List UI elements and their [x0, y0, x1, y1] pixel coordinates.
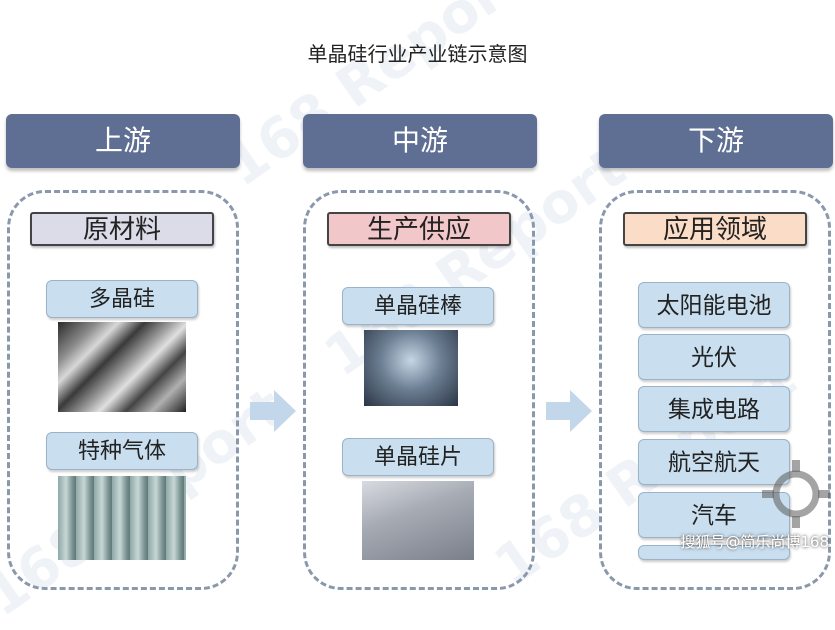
item-integrated-circuit: 集成电路 — [638, 386, 790, 432]
footer-credit: 搜狐号@简乐尚博168 — [680, 533, 829, 551]
midstream-category: 生产供应 — [327, 212, 511, 246]
downstream-category: 应用领域 — [623, 212, 807, 246]
gear-icon — [762, 460, 830, 528]
stage-downstream: 下游 — [599, 114, 833, 168]
item-polysilicon: 多晶硅 — [46, 280, 198, 318]
gas-cylinders-image — [58, 476, 186, 560]
silicon-wafer-image — [362, 481, 474, 560]
arrow-right-icon — [250, 390, 296, 432]
item-special-gas: 特种气体 — [46, 432, 198, 470]
upstream-category: 原材料 — [30, 212, 214, 246]
page-title: 单晶硅行业产业链示意图 — [307, 42, 528, 66]
stage-midstream: 中游 — [303, 114, 537, 168]
watermark: 168 Report — [213, 0, 538, 200]
item-photovoltaic: 光伏 — [638, 334, 790, 380]
item-silicon-wafer: 单晶硅片 — [342, 438, 494, 476]
stage-upstream: 上游 — [6, 114, 240, 168]
arrow-right-icon — [546, 390, 592, 432]
silicon-ingot-image — [364, 330, 458, 406]
item-automobile: 汽车 — [638, 492, 790, 538]
item-silicon-ingot: 单晶硅棒 — [342, 287, 494, 325]
item-aerospace: 航空航天 — [638, 439, 790, 485]
item-solar-cell: 太阳能电池 — [638, 282, 790, 328]
polysilicon-image — [58, 322, 186, 412]
